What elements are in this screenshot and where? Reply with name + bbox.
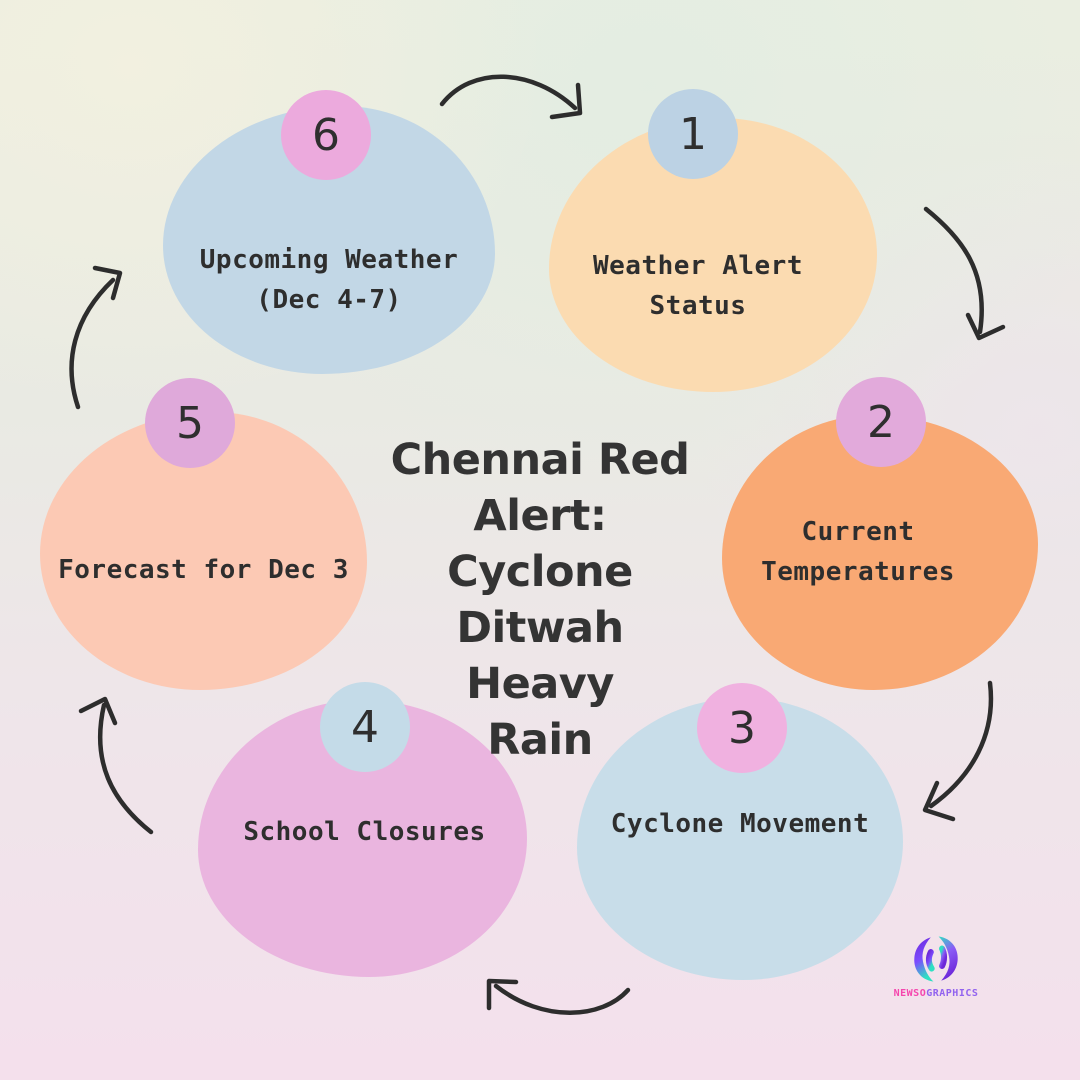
- globe-swoosh-logo-icon: [914, 936, 958, 982]
- arrow-top-icon: [439, 74, 583, 120]
- step-5-label-line-1: Forecast for Dec 3: [58, 555, 349, 585]
- arrow-bottom-icon: [486, 978, 631, 1015]
- step-2-label-line-2: Temperatures: [761, 557, 955, 587]
- page-title: Chennai Red Alert: Cyclone Ditwah Heavy …: [378, 432, 702, 768]
- step-2-label-line-1: Current: [801, 517, 915, 547]
- step-6-label-line-2: (Dec 4-7): [256, 285, 402, 315]
- brand-name-right: GRAPHICS: [926, 988, 979, 999]
- step-1-number-badge: 1: [648, 89, 738, 179]
- step-4-number-badge: 4: [320, 682, 410, 772]
- step-1-label: Weather Alert Status: [558, 246, 838, 326]
- step-4-number: 4: [351, 701, 379, 753]
- brand-name: NEWSOGRAPHICS: [878, 988, 994, 999]
- arrow-right-bottom-icon: [922, 680, 994, 822]
- step-5-number: 5: [176, 397, 204, 449]
- title-line-1: Chennai Red: [390, 435, 690, 485]
- step-4-label: School Closures: [212, 812, 517, 852]
- step-6-label-line-1: Upcoming Weather: [199, 245, 459, 275]
- brand-name-left: NEWSO: [893, 988, 927, 999]
- arrow-left-bottom-icon: [78, 696, 154, 835]
- step-1-label-line-1: Weather Alert: [593, 251, 803, 281]
- title-line-3: Ditwah Heavy: [456, 603, 624, 709]
- title-line-2: Alert: Cyclone: [447, 491, 633, 597]
- step-4-label-line-1: School Closures: [243, 817, 486, 847]
- step-5-label: Forecast for Dec 3: [42, 550, 365, 590]
- brand-logo: NEWSOGRAPHICS: [878, 933, 994, 999]
- step-2-number-badge: 2: [836, 377, 926, 467]
- arrow-left-top-icon: [69, 265, 123, 410]
- step-3-label: Cyclone Movement: [590, 804, 890, 844]
- step-3-number-badge: 3: [697, 683, 787, 773]
- step-5-number-badge: 5: [145, 378, 235, 468]
- step-2-number: 2: [867, 396, 895, 448]
- arrow-right-top-icon: [923, 206, 1006, 341]
- step-1-number: 1: [679, 108, 707, 160]
- step-1-label-line-2: Status: [649, 291, 747, 321]
- step-2-label: Current Temperatures: [738, 512, 978, 592]
- step-6-number-badge: 6: [281, 90, 371, 180]
- title-line-4: Rain: [487, 715, 593, 765]
- step-6-number: 6: [312, 109, 340, 161]
- step-6-label: Upcoming Weather (Dec 4-7): [173, 240, 485, 320]
- step-3-number: 3: [728, 702, 756, 754]
- step-3-label-line-1: Cyclone Movement: [610, 809, 870, 839]
